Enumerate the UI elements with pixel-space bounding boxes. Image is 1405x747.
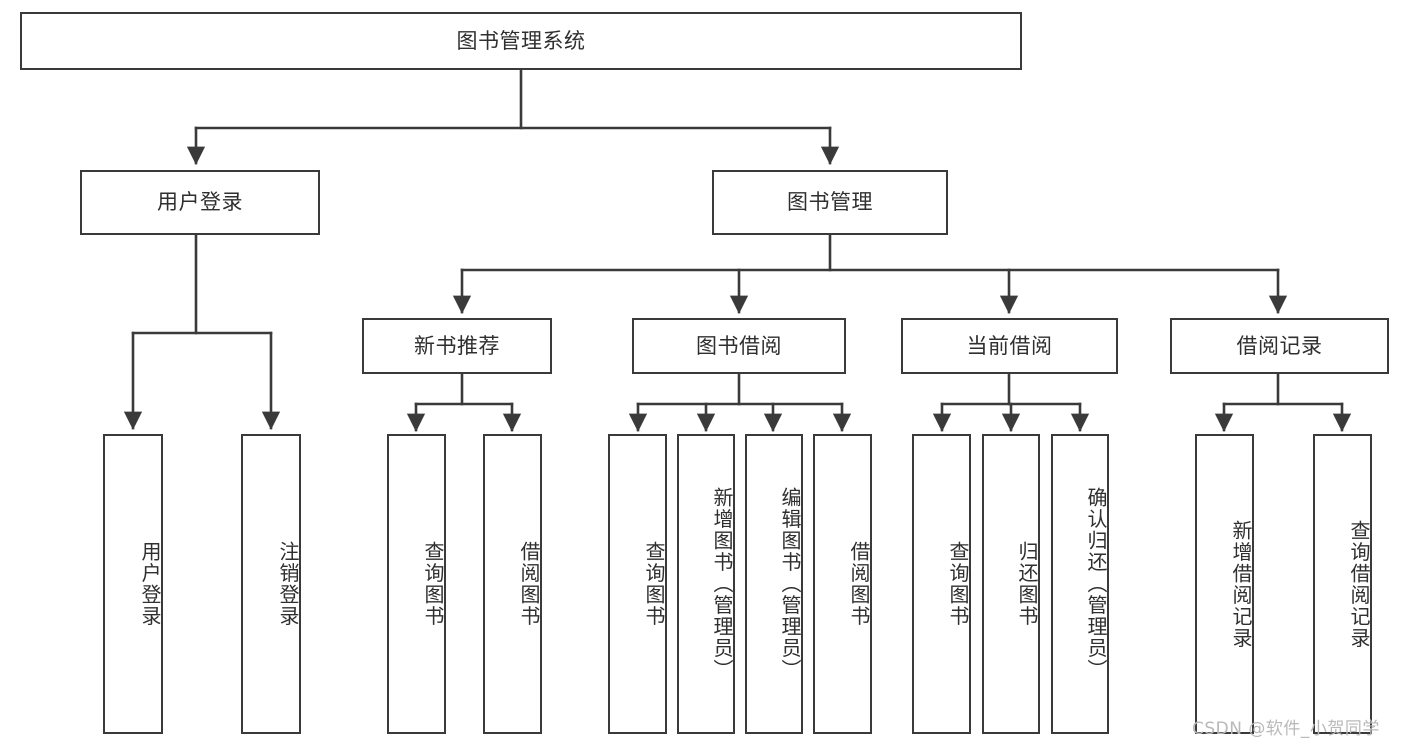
node-book-manage[interactable]: 图书管理 <box>712 170 948 235</box>
node-leaf-new-book-rec-2-label: 借阅图书 <box>517 541 541 627</box>
node-leaf-user-login-2-label: 注销登录 <box>276 541 300 627</box>
node-leaf-current-borrow-2-label: 归还图书 <box>1015 541 1039 627</box>
node-root[interactable]: 图书管理系统 <box>20 12 1022 70</box>
node-leaf-book-borrow-4[interactable]: 借阅图书 <box>813 434 872 734</box>
node-user-login[interactable]: 用户登录 <box>80 170 320 235</box>
node-leaf-book-borrow-3-label: 编辑图书（管理员） <box>778 487 802 681</box>
node-leaf-borrow-record-2-label: 查询借阅记录 <box>1347 519 1371 649</box>
node-leaf-current-borrow-3[interactable]: 确认归还（管理员） <box>1051 434 1109 734</box>
node-leaf-user-login-2[interactable]: 注销登录 <box>241 434 301 734</box>
node-leaf-current-borrow-3-label: 确认归还（管理员） <box>1084 487 1108 681</box>
node-leaf-book-borrow-1[interactable]: 查询图书 <box>608 434 667 734</box>
node-leaf-current-borrow-1[interactable]: 查询图书 <box>912 434 971 734</box>
node-book-borrow-label: 图书借阅 <box>696 333 782 358</box>
node-book-borrow[interactable]: 图书借阅 <box>632 318 846 374</box>
csdn-watermark: CSDN @软件_小贺同学 <box>1192 719 1380 739</box>
node-root-label: 图书管理系统 <box>456 28 586 53</box>
node-book-manage-label: 图书管理 <box>787 190 873 215</box>
node-leaf-new-book-rec-1[interactable]: 查询图书 <box>387 434 446 734</box>
node-leaf-user-login-1-label: 用户登录 <box>138 541 162 627</box>
node-leaf-book-borrow-2-label: 新增图书（管理员） <box>710 487 734 681</box>
node-new-book-rec-label: 新书推荐 <box>414 333 500 358</box>
node-leaf-new-book-rec-2[interactable]: 借阅图书 <box>483 434 542 734</box>
node-leaf-borrow-record-2[interactable]: 查询借阅记录 <box>1313 434 1372 734</box>
node-leaf-user-login-1[interactable]: 用户登录 <box>103 434 163 734</box>
node-borrow-record-label: 借阅记录 <box>1236 333 1323 358</box>
node-leaf-book-borrow-2[interactable]: 新增图书（管理员） <box>677 434 735 734</box>
node-leaf-borrow-record-1-label: 新增借阅记录 <box>1229 519 1253 649</box>
node-borrow-record[interactable]: 借阅记录 <box>1170 318 1389 374</box>
node-leaf-book-borrow-3[interactable]: 编辑图书（管理员） <box>745 434 803 734</box>
node-leaf-book-borrow-1-label: 查询图书 <box>642 541 666 627</box>
node-leaf-current-borrow-1-label: 查询图书 <box>946 541 970 627</box>
node-leaf-new-book-rec-1-label: 查询图书 <box>421 541 445 627</box>
node-leaf-current-borrow-2[interactable]: 归还图书 <box>982 434 1040 734</box>
node-current-borrow-label: 当前借阅 <box>966 333 1053 358</box>
node-current-borrow[interactable]: 当前借阅 <box>901 318 1118 374</box>
node-user-login-label: 用户登录 <box>157 190 243 215</box>
node-new-book-rec[interactable]: 新书推荐 <box>362 318 552 374</box>
node-leaf-book-borrow-4-label: 借阅图书 <box>847 541 871 627</box>
node-leaf-borrow-record-1[interactable]: 新增借阅记录 <box>1195 434 1254 734</box>
